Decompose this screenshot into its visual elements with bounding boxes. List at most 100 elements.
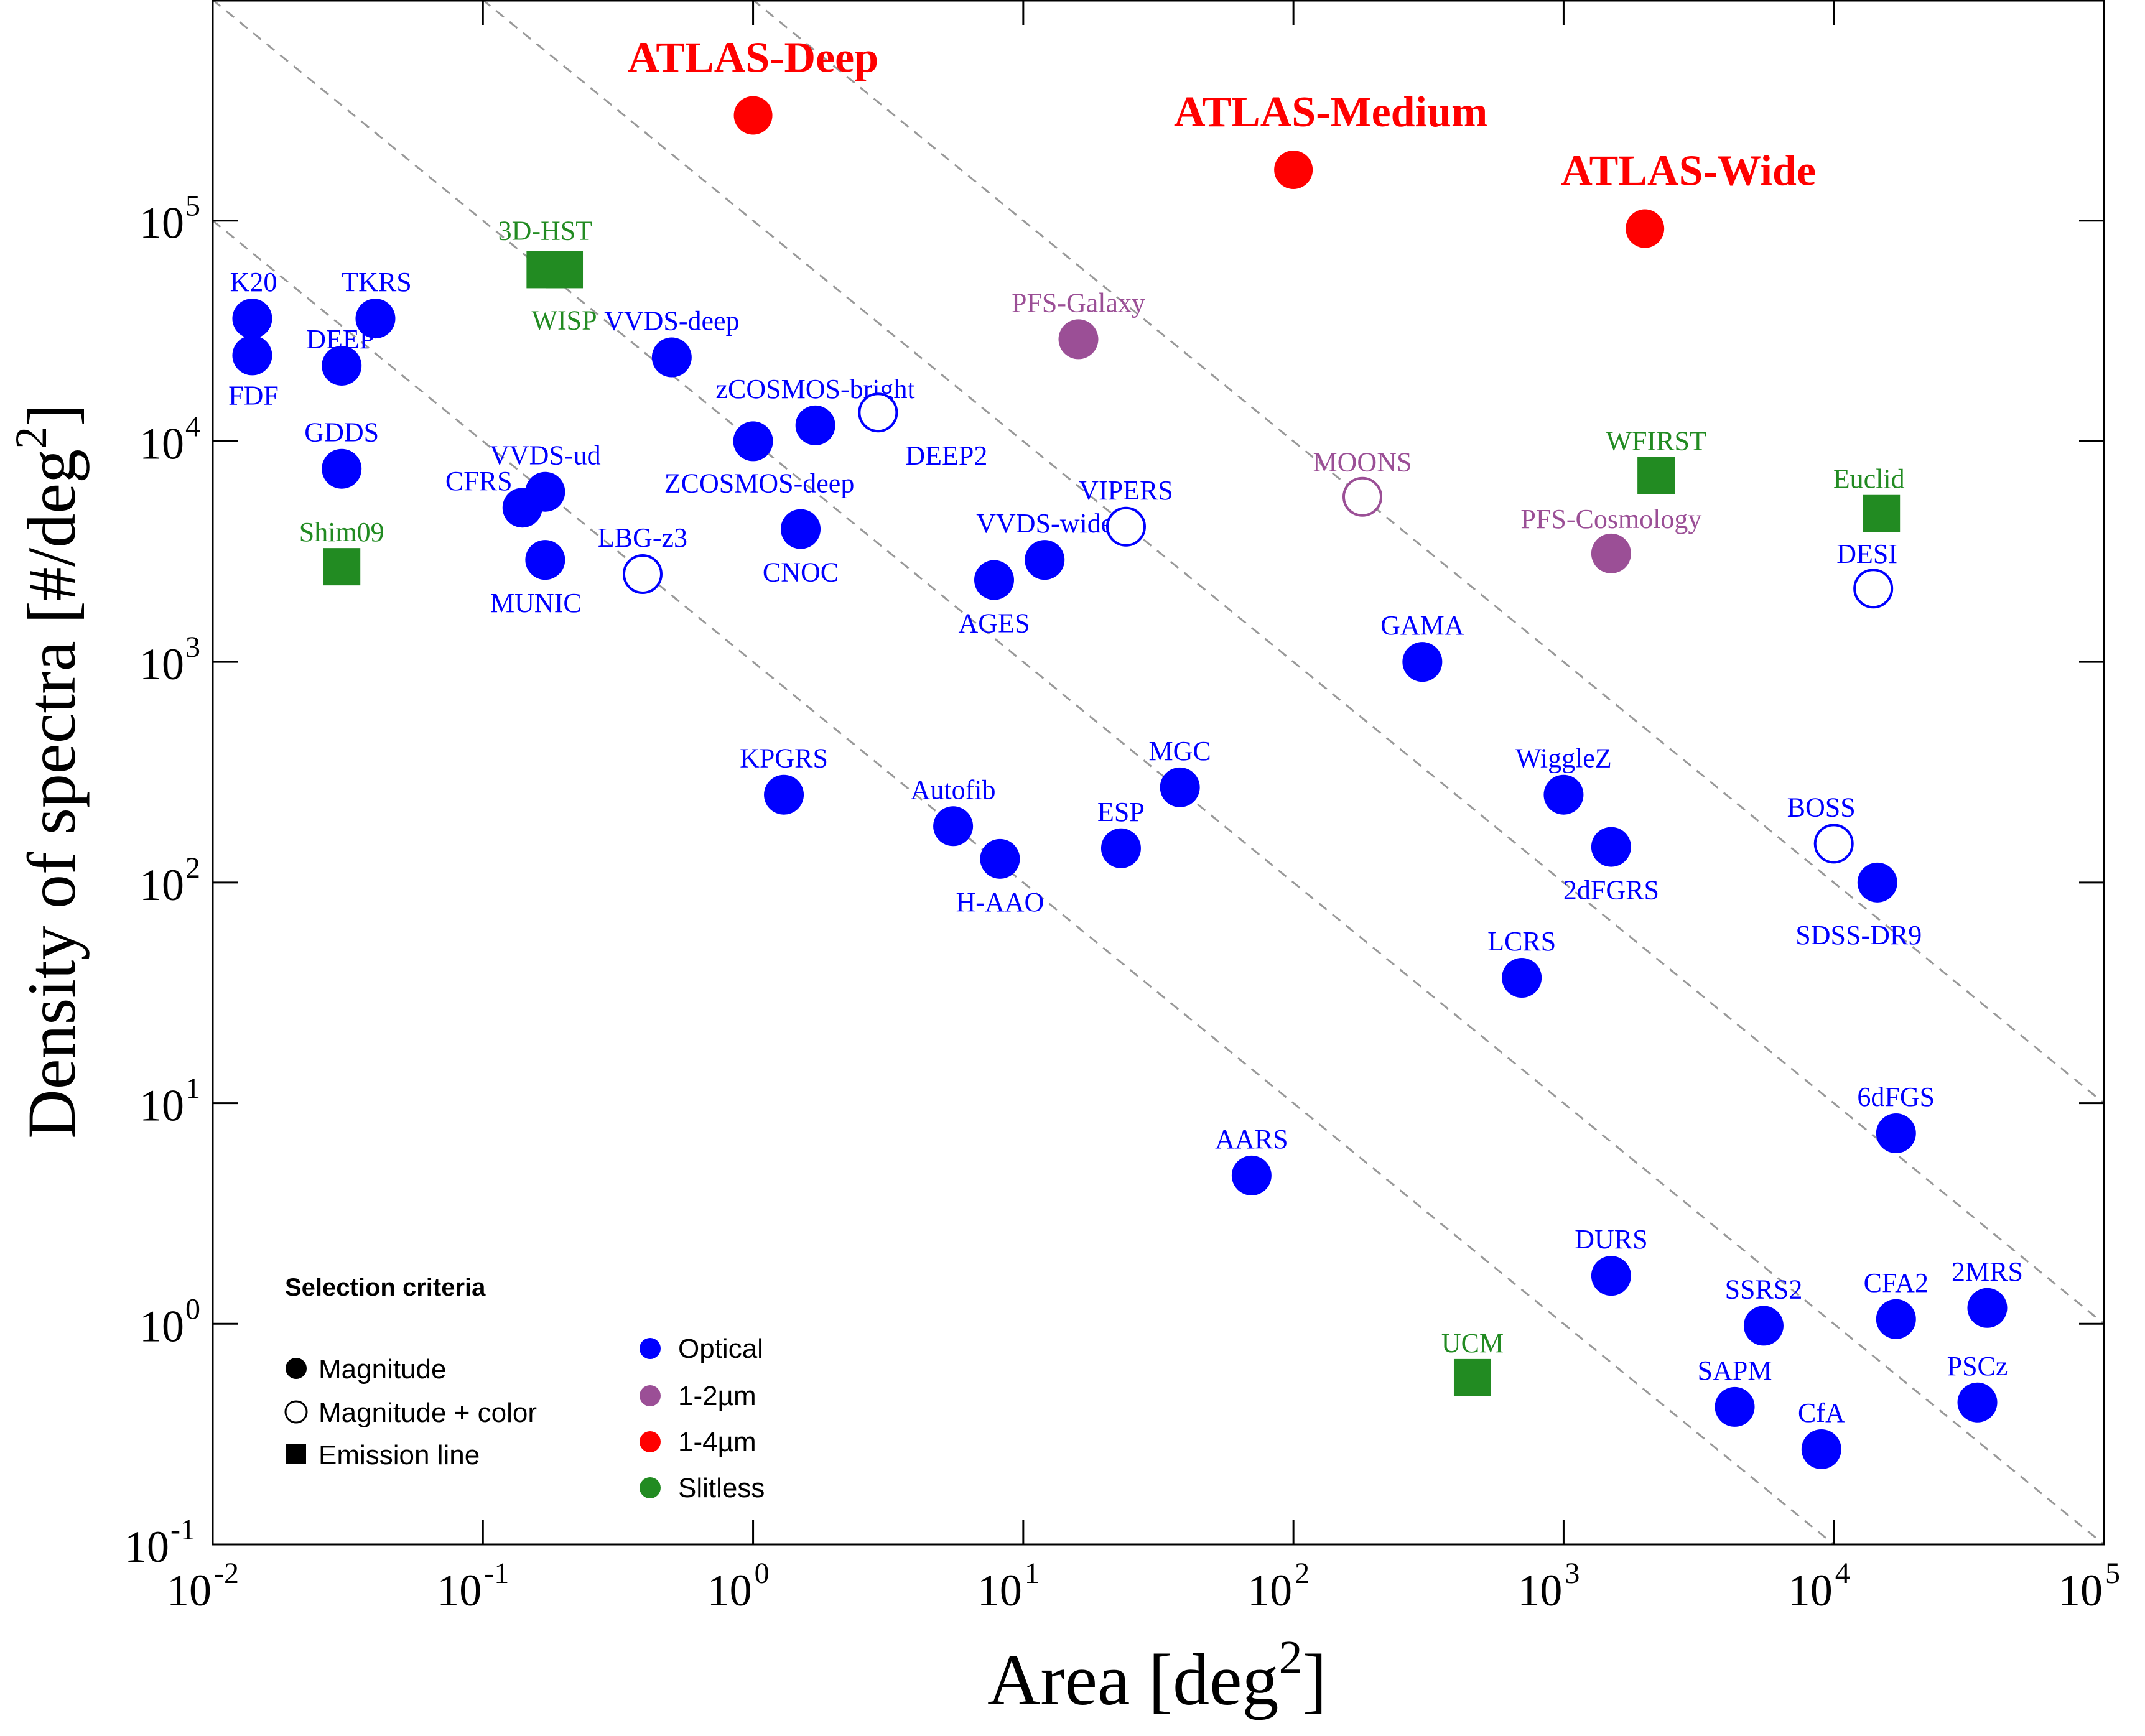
data-point-euclid: Euclid <box>1833 464 1905 532</box>
x-tick-exponent: -1 <box>484 1557 509 1590</box>
point-marker <box>1402 642 1443 682</box>
data-point-cfa2: CFA2 <box>1864 1268 1929 1339</box>
y-tick-label: 10 <box>139 860 184 910</box>
point-label: VIPERS <box>1079 475 1173 506</box>
point-marker <box>1502 958 1542 998</box>
reference-line-2 <box>481 0 2104 1325</box>
point-marker <box>1801 1429 1841 1469</box>
data-point-sdss-dr9: SDSS-DR9 <box>1795 862 1922 950</box>
point-marker-open <box>1853 569 1894 609</box>
point-label: VVDS-wide <box>976 508 1113 539</box>
x-tick-label: 10 <box>1788 1566 1833 1615</box>
data-point-6dfgs: 6dFGS <box>1857 1082 1935 1154</box>
y-tick-label: 10 <box>139 198 184 248</box>
point-marker-square <box>1453 1358 1491 1396</box>
data-point-h-aao: H-AAO <box>956 838 1044 917</box>
data-point-atlas-deep: ATLAS-Deep <box>628 34 878 135</box>
point-label: ZCOSMOS-deep <box>664 468 855 498</box>
point-marker <box>1876 1299 1916 1339</box>
point-label: PFS-Galaxy <box>1012 287 1145 318</box>
data-point-wigglez: WiggleZ <box>1515 743 1612 815</box>
y-tick-exponent: 0 <box>185 1293 200 1325</box>
data-point-deep2: DEEP2 <box>858 392 987 471</box>
legend-square-icon <box>286 1444 306 1464</box>
plot-frame <box>212 0 2105 1546</box>
point-marker <box>733 96 773 135</box>
x-tick-exponent: 5 <box>2105 1557 2120 1590</box>
point-label: VVDS-ud <box>490 440 600 471</box>
point-label: CFA2 <box>1864 1268 1929 1298</box>
point-label: WISP <box>531 305 597 335</box>
data-point-lcrs: LCRS <box>1487 926 1556 998</box>
point-marker <box>322 448 362 489</box>
legend-color-swatch <box>640 1338 661 1359</box>
point-label: ATLAS-Deep <box>628 34 878 81</box>
point-marker <box>1058 319 1099 360</box>
point-label: MGC <box>1149 736 1211 766</box>
data-point-lbg-z3: LBG-z3 <box>598 522 687 594</box>
point-marker <box>1591 1256 1631 1296</box>
point-label: LBG-z3 <box>598 522 687 553</box>
x-tick-label: 10 <box>167 1566 212 1615</box>
legend-selection-label: Magnitude + color <box>319 1398 537 1428</box>
point-marker <box>1743 1306 1784 1346</box>
data-point-fdf: FDF <box>228 335 279 411</box>
legend-selection-title: Selection criteria <box>285 1274 486 1301</box>
data-point-kpgrs: KPGRS <box>740 743 828 815</box>
point-label: GDDS <box>304 417 379 448</box>
point-label: SSRS2 <box>1725 1274 1803 1304</box>
data-point-pscz: PSCz <box>1947 1351 2008 1423</box>
y-tick-exponent: 3 <box>185 631 200 664</box>
point-label: DURS <box>1575 1224 1647 1255</box>
point-marker-square <box>1637 457 1675 494</box>
reference-line-3 <box>751 0 2104 1104</box>
point-label: PSCz <box>1947 1351 2008 1381</box>
data-point-wfirst: WFIRST <box>1606 425 1706 494</box>
point-label: 6dFGS <box>1857 1082 1935 1112</box>
point-marker <box>502 488 542 528</box>
point-marker <box>1231 1155 1272 1195</box>
legend-color-label: Optical <box>678 1334 763 1364</box>
point-label: SAPM <box>1698 1355 1772 1386</box>
data-point-2mrs: 2MRS <box>1952 1256 2023 1328</box>
point-marker <box>795 405 835 445</box>
x-axis-title-main: Area [deg <box>987 1639 1278 1720</box>
point-label: FDF <box>228 380 279 411</box>
data-point-shim09: Shim09 <box>299 517 384 586</box>
point-label: VVDS-deep <box>604 306 740 337</box>
point-label: 2dFGRS <box>1563 875 1659 906</box>
point-marker <box>355 299 396 339</box>
point-marker <box>1591 533 1631 573</box>
data-point-durs: DURS <box>1575 1224 1648 1296</box>
point-marker <box>1543 774 1584 815</box>
data-point-vvds-deep: VVDS-deep <box>604 306 740 378</box>
data-point-esp: ESP <box>1097 797 1145 868</box>
point-marker <box>1160 767 1200 807</box>
data-point-cnoc: CNOC <box>763 509 839 588</box>
point-label: ATLAS-Medium <box>1174 88 1487 136</box>
point-label: 2MRS <box>1952 1256 2023 1287</box>
y-tick-label: 10 <box>139 419 184 468</box>
data-point-sapm: SAPM <box>1698 1355 1772 1427</box>
x-axis-title-sup: 2 <box>1279 1632 1303 1684</box>
data-point-vvds-wide: VVDS-wide <box>976 508 1113 580</box>
point-marker <box>651 337 692 378</box>
data-point-boss: BOSS <box>1787 792 1856 864</box>
data-point-ucm: UCM <box>1441 1328 1504 1396</box>
point-label: Euclid <box>1833 464 1905 494</box>
point-marker <box>1957 1382 1998 1423</box>
data-point-vipers: VIPERS <box>1079 475 1173 547</box>
point-label: CFRS <box>445 466 513 496</box>
x-tick-exponent: 4 <box>1835 1557 1850 1590</box>
x-tick-label: 10 <box>2058 1566 2103 1615</box>
data-point-2dfgrs: 2dFGRS <box>1563 827 1659 906</box>
legend-color-swatch <box>640 1431 661 1452</box>
data-point-mgc: MGC <box>1149 736 1211 807</box>
axis-titles: Area [deg2]Density of spectra [#/deg2] <box>6 404 1327 1720</box>
data-points: ATLAS-DeepATLAS-MediumATLAS-Wide3D-HSTWI… <box>228 34 2023 1469</box>
point-marker-square <box>1863 494 1901 532</box>
x-tick-label: 10 <box>1517 1566 1562 1615</box>
data-point-pfs-galaxy: PFS-Galaxy <box>1012 287 1145 360</box>
